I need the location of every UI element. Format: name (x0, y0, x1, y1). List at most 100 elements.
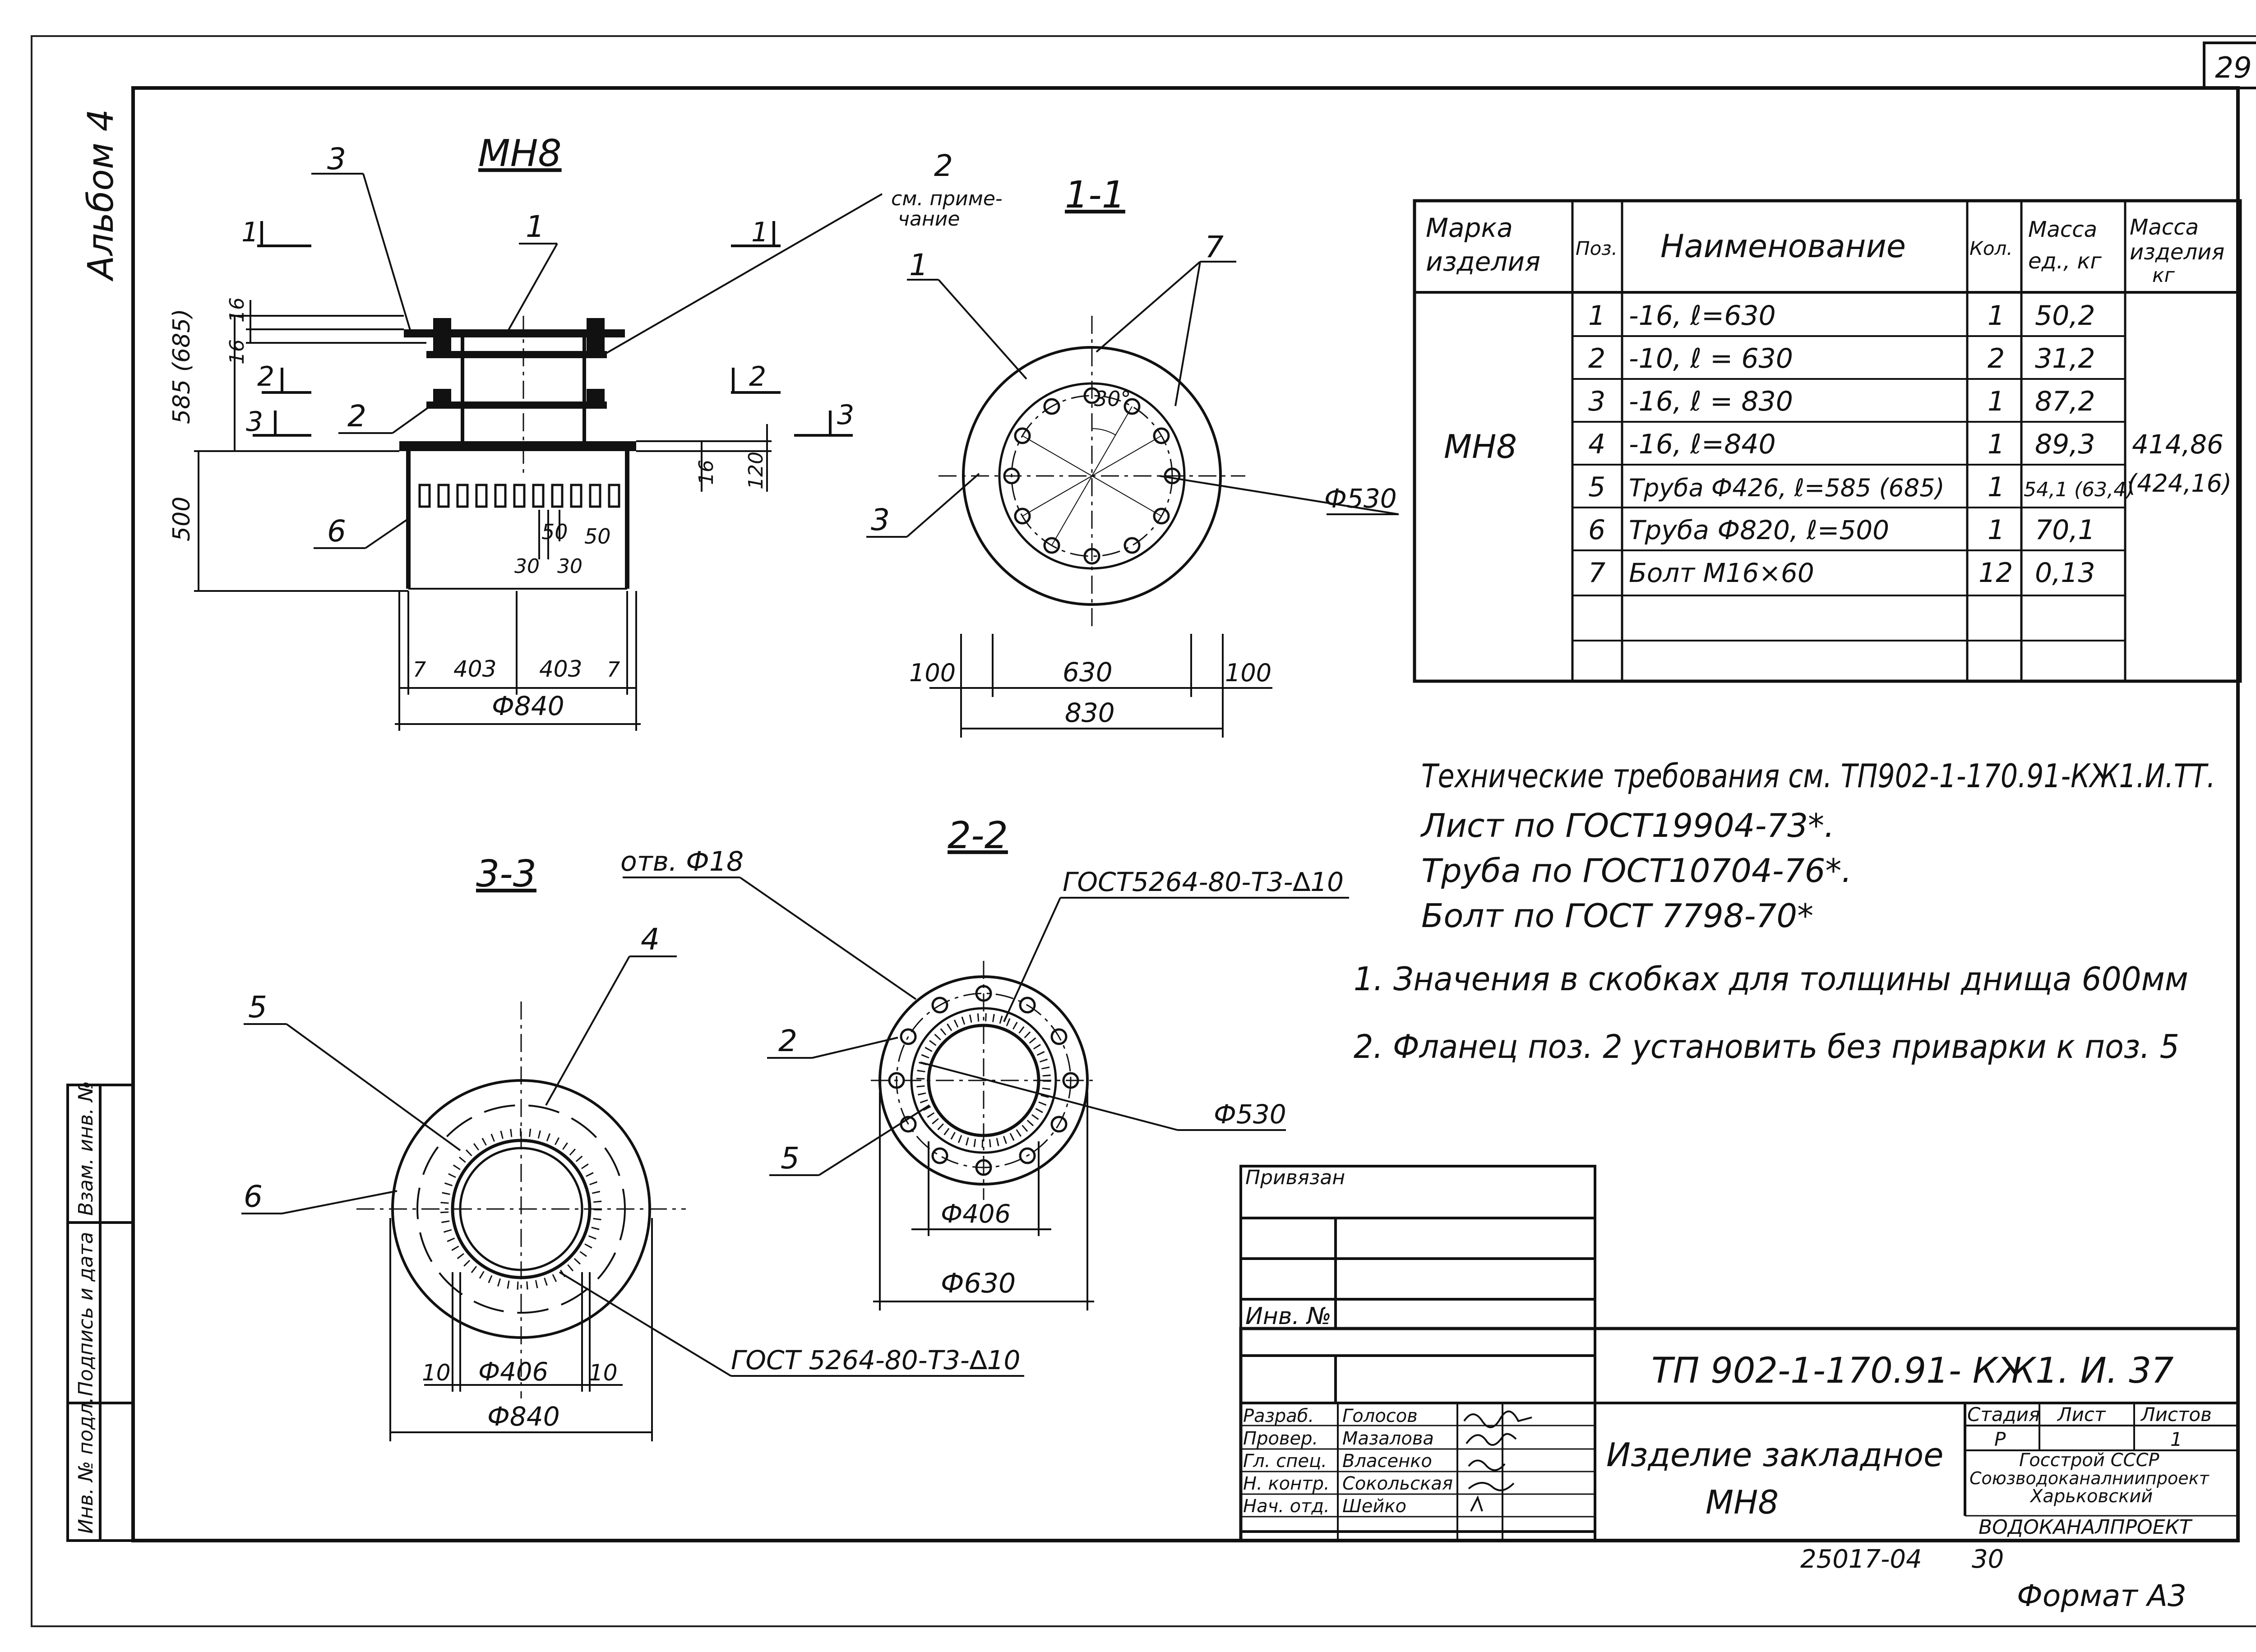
spec-table (1413, 199, 2242, 683)
page-number-box (2203, 42, 2256, 89)
dim-530-s11: Ф530 (1324, 483, 1397, 514)
inv-no-label: Инв. № (1245, 1303, 1331, 1330)
section-2-2-title: 2-2 (948, 814, 1008, 857)
spec-row-name: -10, ℓ = 630 (1629, 343, 1793, 374)
spec-header-name: Наименование (1660, 228, 1906, 265)
hole-s22: отв. Ф18 (620, 846, 744, 877)
spec-row-pos: 1 (1588, 300, 1605, 332)
linked-label: Привязан (1245, 1166, 1345, 1189)
callout-7-s11: 7 (1205, 230, 1224, 264)
note-ref-line2: чание (898, 208, 960, 231)
cut-3-left: 3 (246, 406, 263, 438)
dim-100b: 100 (1225, 659, 1271, 687)
spec-header-mark-2: изделия (1426, 246, 1540, 277)
staff-name: Мазалова (1342, 1428, 1434, 1449)
staff-role: Разраб. (1243, 1406, 1314, 1426)
spec-row-name: -16, ℓ=630 (1629, 300, 1776, 332)
callout-1-s11: 1 (909, 248, 928, 282)
callout-3-main: 3 (327, 142, 346, 176)
main-view: МН8 (168, 132, 1003, 731)
spec-row-qty: 1 (1988, 429, 2005, 460)
spec-row-pos: 3 (1588, 386, 1605, 417)
note-bolt-standard: Болт по ГОСТ 7798-70* (1421, 897, 1813, 935)
callout-6-s33: 6 (244, 1179, 263, 1214)
section-1-1: 1-1 30° 1 7 3 (866, 174, 1399, 738)
drawing-frame (131, 86, 2240, 1542)
cut-3-right: 3 (837, 399, 854, 431)
staff-name: Сокольская (1342, 1473, 1453, 1494)
spec-row-mass: 87,2 (2035, 386, 2095, 417)
staff-role: Гл. спец. (1243, 1451, 1327, 1472)
signatures (1463, 1410, 1532, 1512)
item-name-line1: Изделие закладное (1606, 1436, 1943, 1474)
dim-406-s33: Ф406 (478, 1357, 548, 1387)
spec-row-name: Труба Ф820, ℓ=500 (1629, 515, 1889, 545)
cut-2-left: 2 (257, 361, 274, 392)
dim-406-s22: Ф406 (941, 1200, 1011, 1229)
spec-row-name: Труба Ф426, ℓ=585 (685) (1629, 474, 1945, 502)
section-3-3-title: 3-3 (476, 853, 536, 895)
dim-403b: 403 (539, 656, 582, 682)
dim-403a: 403 (453, 656, 496, 682)
cut-2-right: 2 (749, 361, 766, 392)
spec-row-mass: 31,2 (2035, 343, 2095, 374)
sheet-header: Лист (2057, 1403, 2106, 1426)
spec-row-pos: 5 (1588, 471, 1605, 503)
dim-30b: 30 (557, 555, 582, 578)
page-number: 29 (2215, 51, 2251, 85)
org-line3: Харьковский (2029, 1486, 2153, 1507)
callout-3-s11: 3 (871, 503, 890, 537)
callout-5-s33: 5 (248, 990, 267, 1024)
spec-row: 4 -16, ℓ=840 1 89,3 (1588, 429, 2095, 460)
spec-header-item-mass-1: Масса (2130, 215, 2199, 240)
cut-1-left: 1 (241, 217, 259, 248)
spec-row: 5 Труба Ф426, ℓ=585 (685) 1 54,1 (63,4) (1588, 471, 2134, 503)
spec-row-pos: 6 (1588, 514, 1605, 546)
spec-header-unit-mass-2: ед., кг (2028, 249, 2102, 274)
staff-row: Гл. спец. Власенко (1243, 1451, 1432, 1472)
dim-10b-s33: 10 (589, 1360, 618, 1386)
spec-row-qty: 1 (1988, 386, 2005, 417)
staff-row: Нач. отд. Шейко (1243, 1496, 1406, 1517)
sheets-value: 1 (2170, 1428, 2182, 1450)
spec-header-mark-1: Марка (1426, 212, 1513, 243)
spec-mark: МН8 (1444, 428, 1517, 466)
spec-row-mass: 70,1 (2035, 514, 2095, 546)
spec-header-pos: Поз. (1576, 237, 1618, 259)
outer-border (31, 35, 2256, 1627)
spec-row: 6 Труба Ф820, ℓ=500 1 70,1 (1588, 514, 2095, 546)
dim-50a: 50 (541, 520, 568, 544)
spec-header-item-mass-2: изделия (2130, 240, 2224, 265)
section-2-2: 2-2 отв. Ф18 ГОСТ5264-80-Т3-∆10 2 5 Ф530 (620, 814, 1349, 1311)
spec-row-name: -16, ℓ = 830 (1629, 386, 1793, 417)
spec-row-name: -16, ℓ=840 (1629, 429, 1776, 460)
spec-header-item-mass-3: кг (2152, 264, 2175, 287)
weld-s22: ГОСТ5264-80-Т3-∆10 (1063, 867, 1344, 897)
dim-50b: 50 (584, 524, 611, 549)
stage-header: Стадия (1967, 1403, 2040, 1426)
dim-630-s11: 630 (1063, 657, 1113, 688)
note-pipe-standard: Труба по ГОСТ10704-76*. (1421, 852, 1852, 890)
notes-block: Технические требования см. ТП902-1-170.9… (1354, 757, 2215, 1066)
org-line1: Госстрой СССР (2019, 1450, 2159, 1471)
staff-name: Шейко (1342, 1496, 1406, 1517)
side-stamp-replace-inv: Взам. инв. № (74, 1081, 97, 1216)
spec-row-qty: 2 (1988, 343, 2005, 374)
callout-4-s33: 4 (641, 922, 660, 957)
staff-name: Голосов (1342, 1406, 1418, 1426)
spec-row-qty: 1 (1988, 514, 2005, 546)
dim-530-s22: Ф530 (1214, 1099, 1286, 1130)
staff-row: Разраб. Голосов (1243, 1406, 1418, 1426)
staff-name: Власенко (1342, 1451, 1432, 1472)
side-stamp-sign-date: Подпись и дата (74, 1232, 97, 1396)
spec-header-unit-mass-1: Масса (2028, 217, 2097, 242)
spec-row: 1 -16, ℓ=630 1 50,2 (1588, 300, 2095, 332)
staff-row: Н. контр. Сокольская (1243, 1473, 1453, 1494)
spec-row-qty: 12 (1979, 557, 2013, 589)
note-2: 2. Фланец поз. 2 установить без приварки… (1354, 1028, 2179, 1066)
callout-5-s22: 5 (781, 1141, 800, 1176)
spec-total-mass-alt: (424,16) (2127, 469, 2232, 498)
staff-role: Провер. (1243, 1428, 1318, 1449)
angle-30: 30° (1094, 387, 1131, 411)
